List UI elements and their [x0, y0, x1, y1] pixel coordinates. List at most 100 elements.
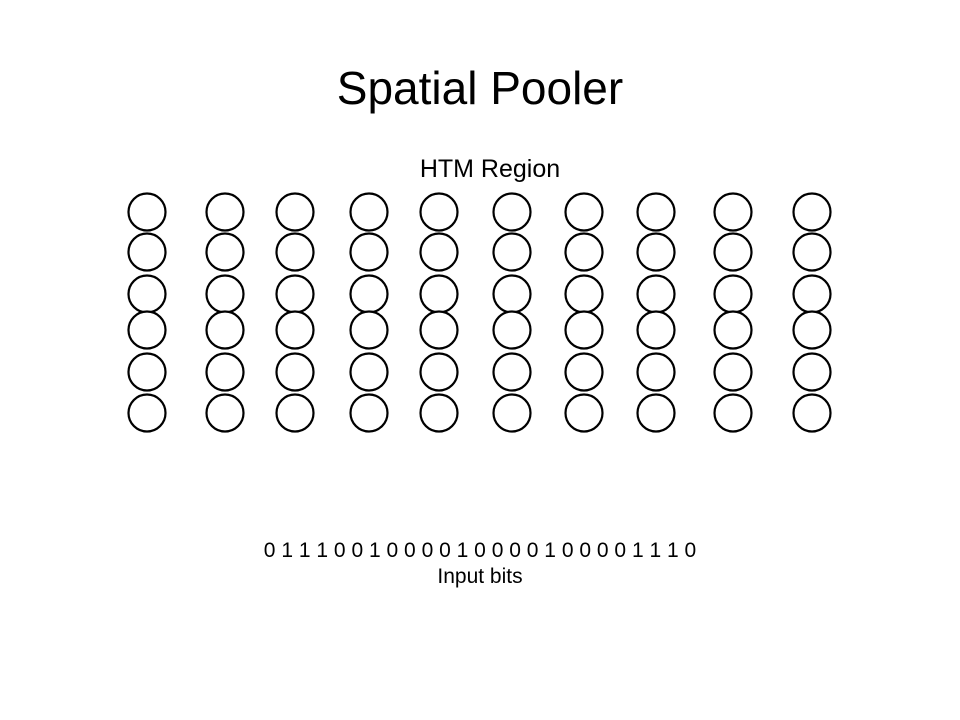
htm-cell	[275, 232, 315, 272]
htm-column	[349, 192, 389, 433]
htm-cell	[349, 274, 389, 314]
input-bit: 0	[526, 539, 539, 562]
htm-cell	[636, 232, 676, 272]
htm-cell	[713, 274, 753, 314]
htm-cell	[275, 274, 315, 314]
htm-cell	[419, 232, 459, 272]
htm-cell	[349, 232, 389, 272]
htm-cell	[492, 192, 532, 232]
htm-cell	[713, 192, 753, 232]
input-bit: 1	[649, 539, 662, 562]
htm-cell	[636, 393, 676, 433]
htm-cell	[492, 352, 532, 392]
htm-cell	[419, 352, 459, 392]
htm-cell	[349, 393, 389, 433]
htm-column	[564, 192, 604, 433]
input-bits: 0 1 1 1 0 0 1 0 0 0 0 1 0 0 0 0 1 0 0 0 …	[0, 538, 960, 564]
input-bit: 0	[474, 539, 486, 562]
htm-cell	[636, 310, 676, 350]
htm-cell	[636, 274, 676, 314]
htm-cell	[419, 393, 459, 433]
htm-cell	[713, 310, 753, 350]
htm-cell	[275, 393, 315, 433]
input-bit: 1	[298, 539, 311, 562]
htm-cell	[792, 393, 832, 433]
htm-column	[713, 192, 753, 433]
htm-column	[205, 192, 245, 433]
htm-cell	[419, 310, 459, 350]
input-bit: 0	[404, 539, 416, 562]
htm-cell	[792, 192, 832, 232]
htm-column	[419, 192, 459, 433]
htm-cell	[349, 310, 389, 350]
input-bit: 0	[439, 539, 451, 562]
input-bit: 0	[596, 539, 609, 562]
htm-column	[275, 192, 315, 433]
htm-cell	[127, 274, 167, 314]
htm-cell	[205, 393, 245, 433]
htm-cell	[205, 310, 245, 350]
htm-cell	[127, 352, 167, 392]
htm-cell	[492, 393, 532, 433]
htm-cell	[275, 310, 315, 350]
input-bit: 1	[667, 539, 679, 562]
slide-title: Spatial Pooler	[336, 62, 624, 114]
htm-cell	[492, 274, 532, 314]
htm-cell	[792, 232, 832, 272]
input-bit: 0	[684, 539, 697, 562]
htm-cell	[564, 192, 604, 232]
input-bit: 0	[491, 539, 504, 562]
input-label: Input bits	[437, 565, 523, 588]
htm-cell	[564, 393, 604, 433]
htm-cell	[713, 232, 753, 272]
htm-cell	[127, 232, 167, 272]
htm-cell	[275, 192, 315, 232]
htm-cell	[636, 192, 676, 232]
input-bit: 1	[456, 539, 469, 562]
input-bit: 0	[579, 539, 592, 562]
htm-cell	[275, 352, 315, 392]
htm-cell	[713, 393, 753, 433]
htm-cell	[792, 352, 832, 392]
htm-cell	[492, 310, 532, 350]
htm-cell	[205, 274, 245, 314]
input-bit: 0	[561, 539, 574, 562]
input-bit: 1	[281, 539, 293, 562]
htm-cell	[564, 352, 604, 392]
region-label: HTM Region	[419, 155, 561, 183]
htm-cell	[205, 352, 245, 392]
htm-cell	[349, 192, 389, 232]
htm-cell	[564, 232, 604, 272]
htm-column	[127, 192, 167, 433]
htm-cell	[205, 192, 245, 232]
input-bit: 0	[351, 539, 364, 562]
htm-column	[792, 192, 832, 433]
htm-cell	[564, 274, 604, 314]
htm-column	[492, 192, 532, 433]
htm-cell	[419, 274, 459, 314]
htm-cell	[792, 274, 832, 314]
htm-cell	[713, 352, 753, 392]
htm-cell	[492, 232, 532, 272]
input-bit: 0	[386, 539, 399, 562]
input-bit: 0	[263, 539, 276, 562]
htm-cell	[419, 192, 459, 232]
htm-cell	[792, 310, 832, 350]
input-bit: 1	[631, 539, 644, 562]
htm-cell	[205, 232, 245, 272]
input-bit: 0	[614, 539, 627, 562]
htm-cell	[564, 310, 604, 350]
input-bit: 1	[368, 539, 381, 562]
input-bit: 0	[421, 539, 434, 562]
htm-cell	[349, 352, 389, 392]
input-bit: 0	[509, 539, 521, 562]
htm-cell	[127, 192, 167, 232]
input-bit: 0	[333, 539, 346, 562]
input-bit: 1	[544, 539, 556, 562]
htm-column	[636, 192, 676, 433]
htm-cell	[127, 393, 167, 433]
htm-cell	[127, 310, 167, 350]
htm-cell	[636, 352, 676, 392]
input-bit: 1	[316, 539, 329, 562]
